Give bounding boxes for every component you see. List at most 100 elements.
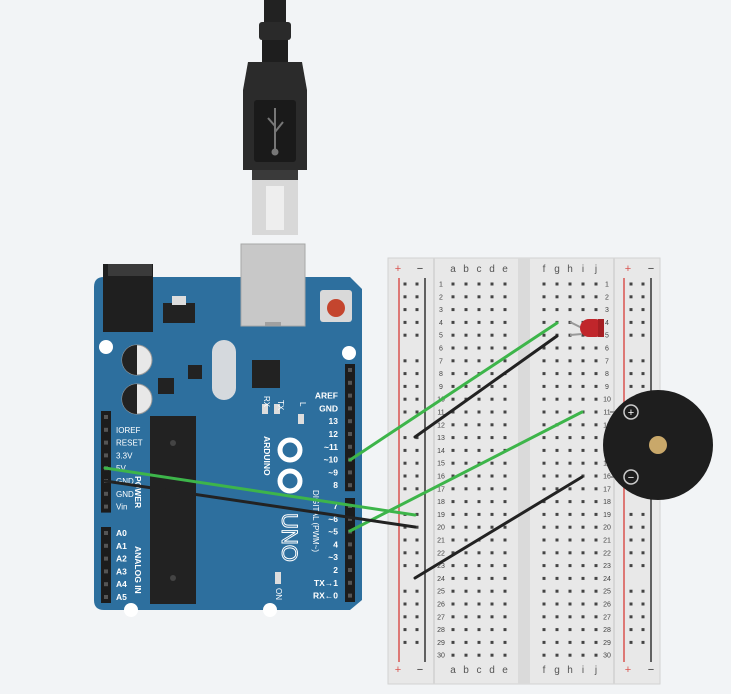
arduino-uno-board[interactable]: TX RX L ARDUINO UNO ON DIGITAL (PWM~) PO… [94, 243, 362, 617]
green-wire-5v[interactable] [103, 466, 417, 517]
digital-header [345, 364, 355, 602]
analog-header [101, 527, 111, 603]
row-number: 3 [605, 307, 609, 314]
row-number: 4 [439, 320, 443, 327]
row-number: 18 [603, 499, 611, 506]
usb-cable[interactable] [243, 0, 307, 235]
tx-led-label: TX [276, 400, 285, 411]
capacitor [121, 344, 153, 376]
row-number: 2 [439, 294, 443, 301]
digital-pin-label: AREF [315, 391, 338, 401]
row-number: 1 [605, 282, 609, 289]
row-number: 28 [603, 627, 611, 634]
analog-pin-label: A4 [116, 579, 127, 589]
digital-pin-label: 4 [333, 539, 338, 549]
piezo-buzzer[interactable]: + − [603, 390, 713, 500]
rail-label: + [395, 263, 401, 275]
digital-pin-label: ~5 [328, 527, 338, 537]
digital-pin-label: GND [319, 403, 338, 413]
row-number: 11 [437, 410, 444, 417]
row-number: 22 [603, 550, 611, 557]
analog-pin-label: A0 [116, 528, 127, 538]
column-label: a [450, 665, 456, 676]
digital-pin-label: 7 [333, 501, 338, 511]
row-number: 17 [437, 486, 445, 493]
row-number: 13 [437, 435, 445, 442]
row-number: 26 [437, 602, 445, 609]
column-label: h [567, 665, 573, 676]
red-led[interactable] [569, 319, 604, 337]
row-number: 5 [439, 333, 443, 340]
row-number: 21 [603, 538, 611, 545]
analog-pin-label: A1 [116, 541, 127, 551]
column-label: d [489, 264, 495, 275]
black-wire-buzzer-gnd[interactable] [413, 475, 584, 580]
row-number: 27 [437, 614, 445, 621]
column-label: j [594, 264, 597, 275]
power-pin-label: RESET [116, 439, 143, 448]
row-number: 9 [439, 384, 443, 391]
row-number: 22 [437, 550, 445, 557]
power-pin-label: 5V [116, 464, 126, 473]
reset-button[interactable] [320, 290, 352, 322]
power-label: POWER [133, 476, 143, 508]
row-number: 29 [603, 640, 611, 647]
row-number: 25 [437, 589, 445, 596]
column-label: c [477, 665, 482, 676]
row-number: 2 [605, 294, 609, 301]
digital-pin-label: RX←0 [313, 591, 338, 601]
digital-pin-label: ~11 [324, 442, 338, 452]
buzzer-positive-label: + [628, 407, 634, 419]
row-number: 19 [437, 512, 445, 519]
breadboard[interactable]: 1122334455667788991010111112121313141415… [387, 257, 661, 685]
rail-label: + [395, 664, 401, 676]
rail-label: + [625, 664, 631, 676]
rail-label: − [417, 664, 423, 676]
column-label: c [477, 264, 482, 275]
row-number: 26 [603, 602, 611, 609]
column-label: i [582, 264, 584, 275]
column-label: e [502, 665, 508, 676]
column-label: a [450, 264, 456, 275]
on-label: ON [274, 588, 283, 600]
usb-port [240, 243, 306, 327]
crystal [212, 340, 236, 400]
row-number: 20 [437, 525, 445, 532]
row-number: 16 [437, 474, 445, 481]
row-number: 6 [605, 346, 609, 353]
row-number: 3 [439, 307, 443, 314]
row-number: 29 [437, 640, 445, 647]
row-number: 17 [603, 486, 611, 493]
column-label: g [554, 665, 560, 676]
digital-pin-label: 13 [329, 416, 339, 426]
column-label: i [582, 665, 584, 676]
digital-pin-label: ~6 [328, 514, 338, 524]
row-number: 1 [439, 282, 443, 289]
black-wire-gnd[interactable] [103, 479, 417, 529]
row-number: 30 [603, 653, 611, 660]
row-number: 10 [603, 397, 611, 404]
column-label: f [543, 264, 546, 275]
rail-label: + [625, 263, 631, 275]
arduino-logo [277, 437, 303, 494]
analog-pin-label: A2 [116, 554, 127, 564]
power-pin-label: GND [116, 477, 134, 486]
digital-pin-label: ~10 [324, 455, 339, 465]
row-number: 11 [603, 410, 610, 417]
row-number: 4 [605, 320, 609, 327]
black-wire-led-gnd[interactable] [413, 334, 559, 439]
brand-label: ARDUINO [262, 436, 272, 476]
row-number: 30 [437, 653, 445, 660]
analog-pin-label: A5 [116, 592, 127, 602]
microcontroller-chip [150, 416, 196, 604]
row-number: 12 [437, 422, 445, 429]
capacitor [121, 383, 153, 415]
power-pin-label: GND [116, 490, 134, 499]
row-number: 18 [437, 499, 445, 506]
green-wire-led[interactable] [348, 321, 559, 462]
row-number: 19 [603, 512, 611, 519]
row-number: 8 [439, 371, 443, 378]
row-number: 8 [605, 371, 609, 378]
row-number: 15 [437, 461, 445, 468]
